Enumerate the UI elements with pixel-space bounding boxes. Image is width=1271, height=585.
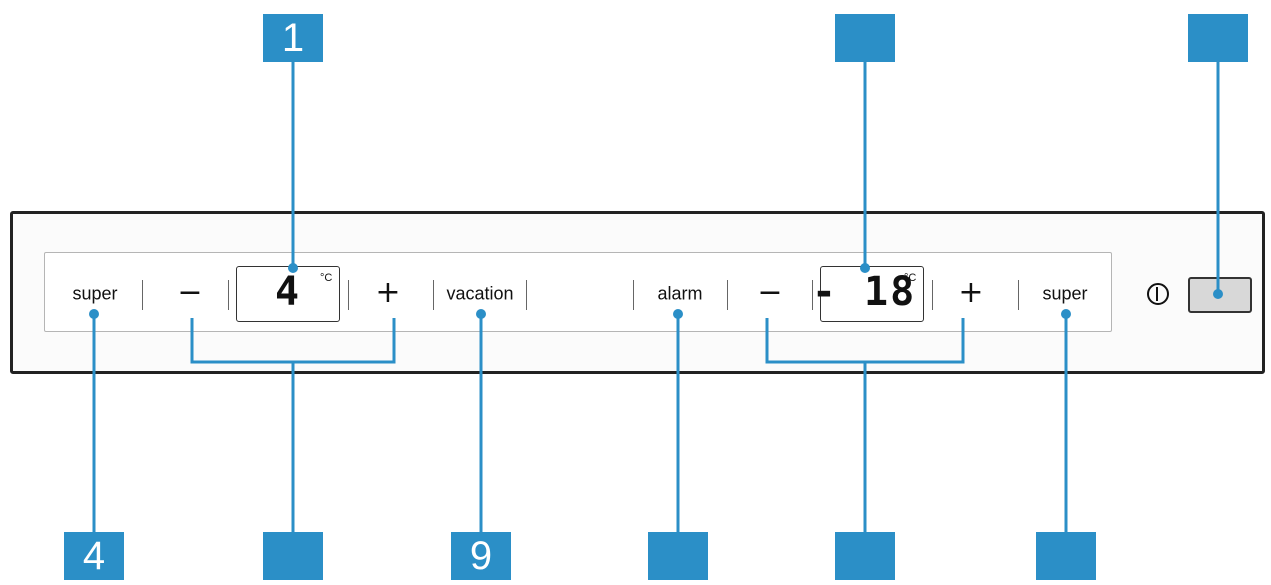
callout-freezer-display [835,14,895,62]
separator [1018,280,1019,310]
separator [727,280,728,310]
freezer-plus-button[interactable]: + [958,275,984,310]
callout-alarm [648,532,708,580]
alarm-button[interactable]: alarm [657,283,703,304]
power-button[interactable] [1188,277,1252,313]
callout-power [1188,14,1248,62]
control-strip [44,252,1112,332]
power-icon [1147,283,1169,305]
freezer-minus-button[interactable]: − [757,275,783,310]
separator [228,280,229,310]
fridge-temp-unit: °C [320,272,333,284]
separator [812,280,813,310]
fridge-temp-value: 4 [274,269,302,315]
freezer-temp-value: - 18 [811,269,917,315]
separator [433,280,434,310]
fridge-minus-button[interactable]: − [177,275,203,310]
separator [142,280,143,310]
fridge-super-button[interactable]: super [72,283,118,304]
callout-4: 4 [64,532,124,580]
freezer-temp-unit: °C [904,272,917,284]
separator [348,280,349,310]
fridge-plus-button[interactable]: + [375,275,401,310]
callout-1: 1 [263,14,323,62]
callout-freezer-super [1036,532,1096,580]
separator [932,280,933,310]
vacation-button[interactable]: vacation [446,283,514,304]
separator [633,280,634,310]
callout-9: 9 [451,532,511,580]
separator [526,280,527,310]
freezer-super-button[interactable]: super [1042,283,1088,304]
callout-freezer-buttons [835,532,895,580]
callout-7: 7 [263,532,323,580]
fridge-temp-display [236,266,340,322]
